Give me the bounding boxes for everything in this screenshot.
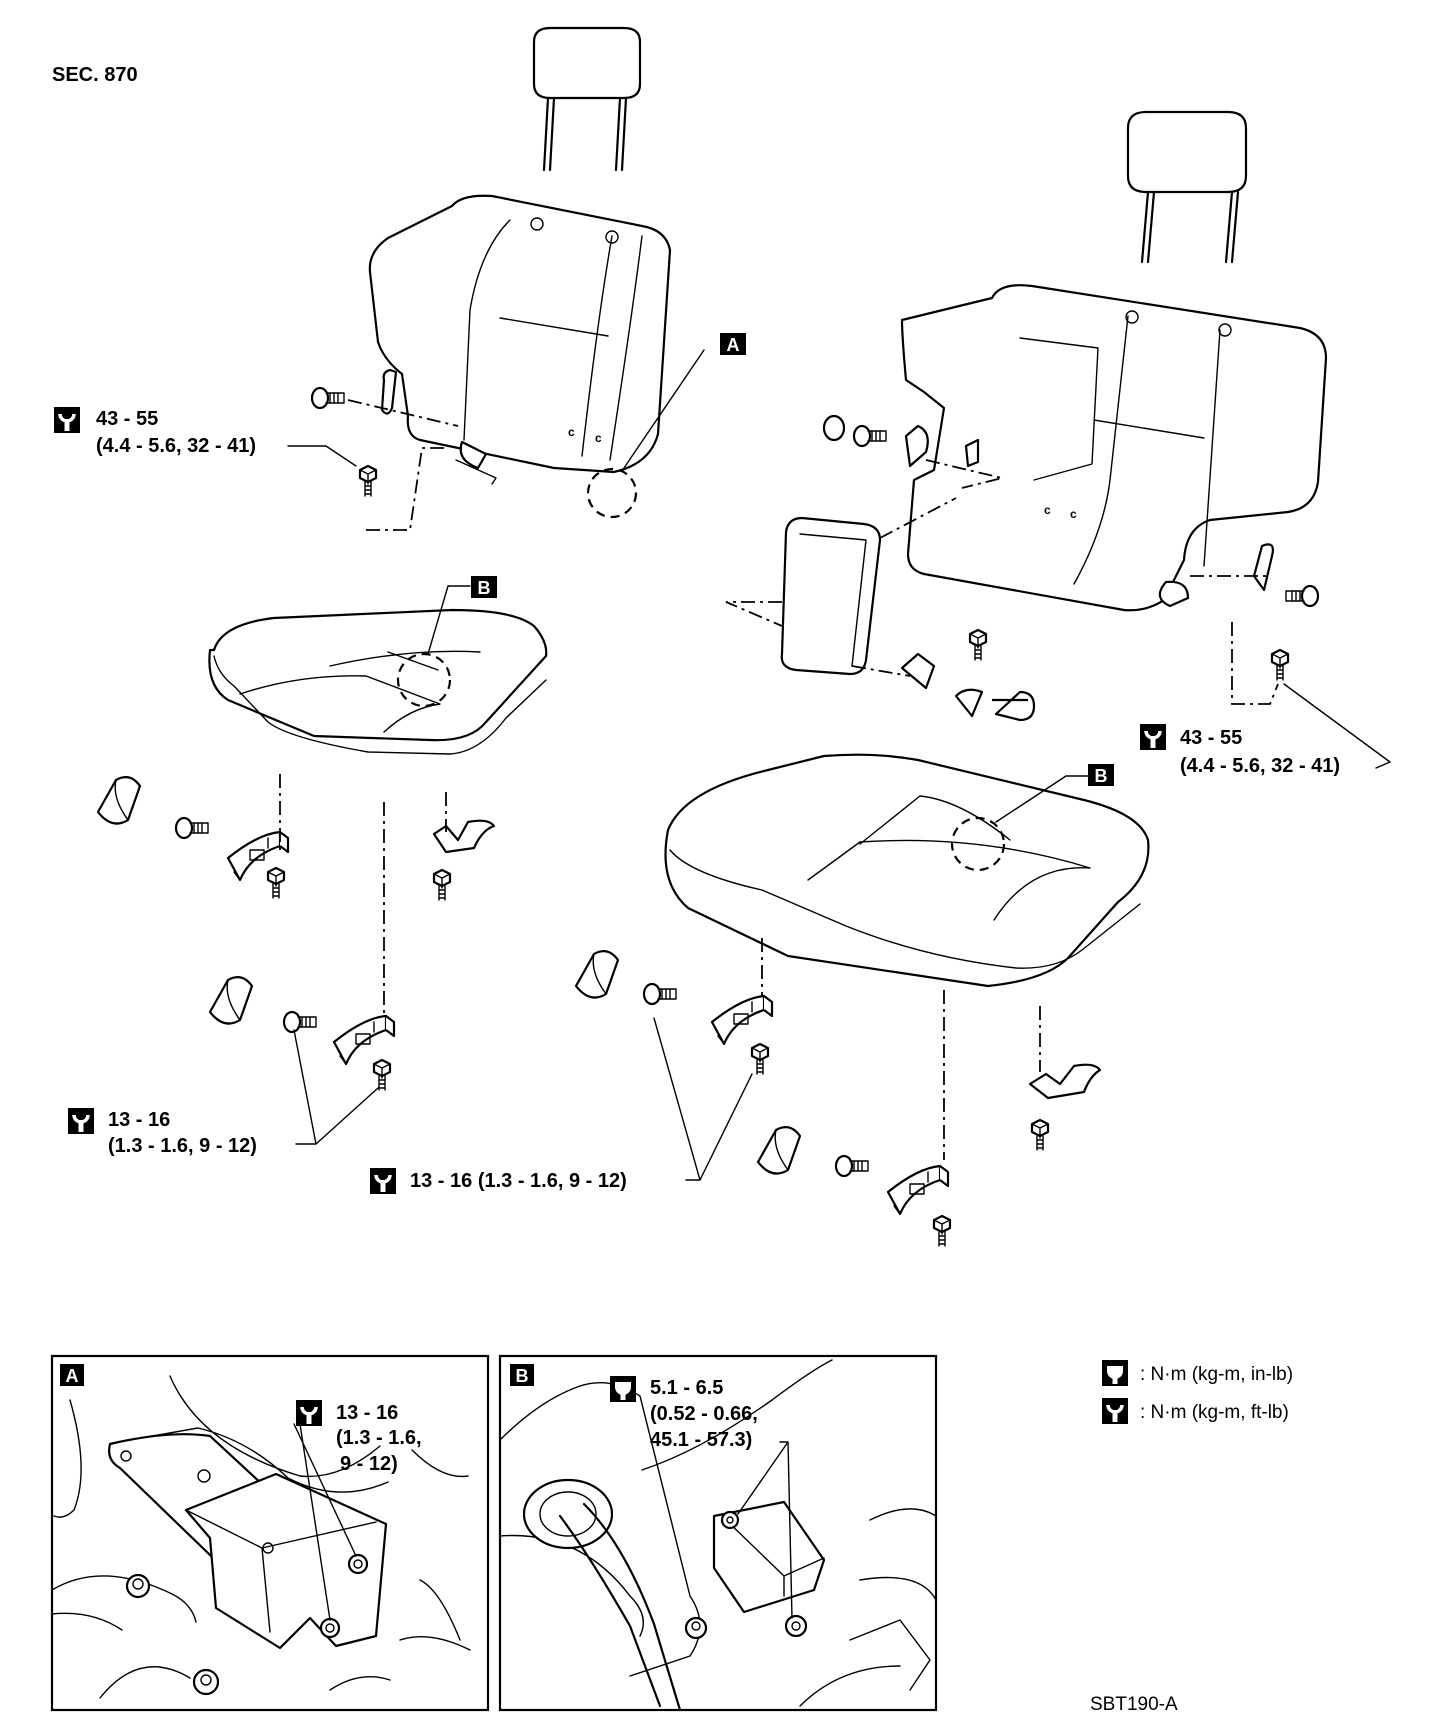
callout-b-front: B xyxy=(471,576,497,598)
svg-text:(1.3 - 1.6,: (1.3 - 1.6, xyxy=(336,1427,422,1449)
rear-seatback-hardware xyxy=(822,414,1320,722)
svg-text:13 - 16: 13 - 16 xyxy=(108,1109,170,1131)
torque-wrench-icon xyxy=(66,1106,96,1136)
torque-wrench-icon xyxy=(368,1166,398,1196)
svg-text:13 - 16 (1.3 - 1.6, 9 - 12): 13 - 16 (1.3 - 1.6, 9 - 12) xyxy=(410,1170,627,1192)
svg-text:43 - 55: 43 - 55 xyxy=(96,408,158,430)
callout-b-rear: B xyxy=(1088,764,1114,786)
rear-seatback-torque: 43 - 55 (4.4 - 5.6, 32 - 41) xyxy=(1138,683,1391,777)
section-number: SEC. 870 xyxy=(52,64,138,86)
torque-wrench-small-icon xyxy=(610,1376,636,1402)
torque-legend: : N·m (kg-m, in-lb) : N·m (kg-m, ft-lb) xyxy=(1100,1360,1293,1426)
svg-text:B: B xyxy=(478,578,491,598)
svg-text:43 - 55: 43 - 55 xyxy=(1180,727,1242,749)
svg-text:c: c xyxy=(595,431,602,445)
svg-text:A: A xyxy=(66,1366,79,1386)
torque-wrench-icon xyxy=(1100,1396,1130,1426)
detail-b-reference-circle-rear xyxy=(950,775,1095,872)
torque-wrench-icon xyxy=(294,1398,324,1428)
svg-text:B: B xyxy=(1095,766,1108,786)
svg-text:5.1 - 6.5: 5.1 - 6.5 xyxy=(650,1377,723,1399)
detail-b-reference-circle-front xyxy=(396,585,471,708)
callout-a-front: A xyxy=(720,333,746,355)
svg-text:13 - 16: 13 - 16 xyxy=(336,1402,398,1424)
svg-text:(4.4 - 5.6, 32 - 41): (4.4 - 5.6, 32 - 41) xyxy=(1180,755,1340,777)
svg-text:(1.3 - 1.6, 9 - 12): (1.3 - 1.6, 9 - 12) xyxy=(108,1135,257,1157)
detail-a-panel: A 13 - 16 (1.3 - 1.6, 9 - 12) xyxy=(50,1354,490,1712)
front-seatback-hardware xyxy=(310,368,459,531)
front-cushion-torque: 13 - 16 (1.3 - 1.6, 9 - 12) xyxy=(66,1029,379,1157)
rear-cushion-torque: 13 - 16 (1.3 - 1.6, 9 - 12) xyxy=(368,1017,753,1196)
svg-text:9 - 12): 9 - 12) xyxy=(340,1453,398,1475)
figure-code: SBT190-A xyxy=(1090,1694,1178,1715)
torque-wrench-icon xyxy=(1138,722,1168,752)
svg-text:c: c xyxy=(568,425,575,439)
rear-seatback-side-panel xyxy=(725,497,957,676)
detail-a-reference-circle xyxy=(586,349,705,519)
detail-b-panel: B 5.1 - 6.5 (0.52 - 0.66, 45.1 - 57.3) xyxy=(498,1354,938,1712)
torque-wrench-small-icon xyxy=(1102,1360,1128,1386)
rear-seat-headrest xyxy=(1126,110,1248,264)
rear-seat-cushion xyxy=(664,753,1150,988)
front-seat-headrest xyxy=(532,26,642,172)
legend-ft-lb: : N·m (kg-m, ft-lb) xyxy=(1140,1402,1289,1423)
svg-text:45.1 - 57.3): 45.1 - 57.3) xyxy=(650,1429,752,1451)
svg-text:c: c xyxy=(1070,507,1077,521)
svg-text:c: c xyxy=(1044,503,1051,517)
legend-in-lb: : N·m (kg-m, in-lb) xyxy=(1140,1364,1293,1385)
svg-text:B: B xyxy=(516,1366,529,1386)
svg-text:A: A xyxy=(727,335,740,355)
rear-seatback: c c xyxy=(900,284,1328,612)
svg-text:(4.4 - 5.6, 32 - 41): (4.4 - 5.6, 32 - 41) xyxy=(96,435,256,457)
front-seat-cushion xyxy=(208,608,548,755)
torque-wrench-icon xyxy=(52,405,82,435)
front-cushion-hardware xyxy=(96,774,496,1092)
svg-text:(0.52 - 0.66,: (0.52 - 0.66, xyxy=(650,1403,758,1425)
front-seatback: c c xyxy=(368,194,672,485)
front-seatback-torque: 43 - 55 (4.4 - 5.6, 32 - 41) xyxy=(52,405,357,467)
rear-cushion-hardware xyxy=(574,938,1102,1248)
